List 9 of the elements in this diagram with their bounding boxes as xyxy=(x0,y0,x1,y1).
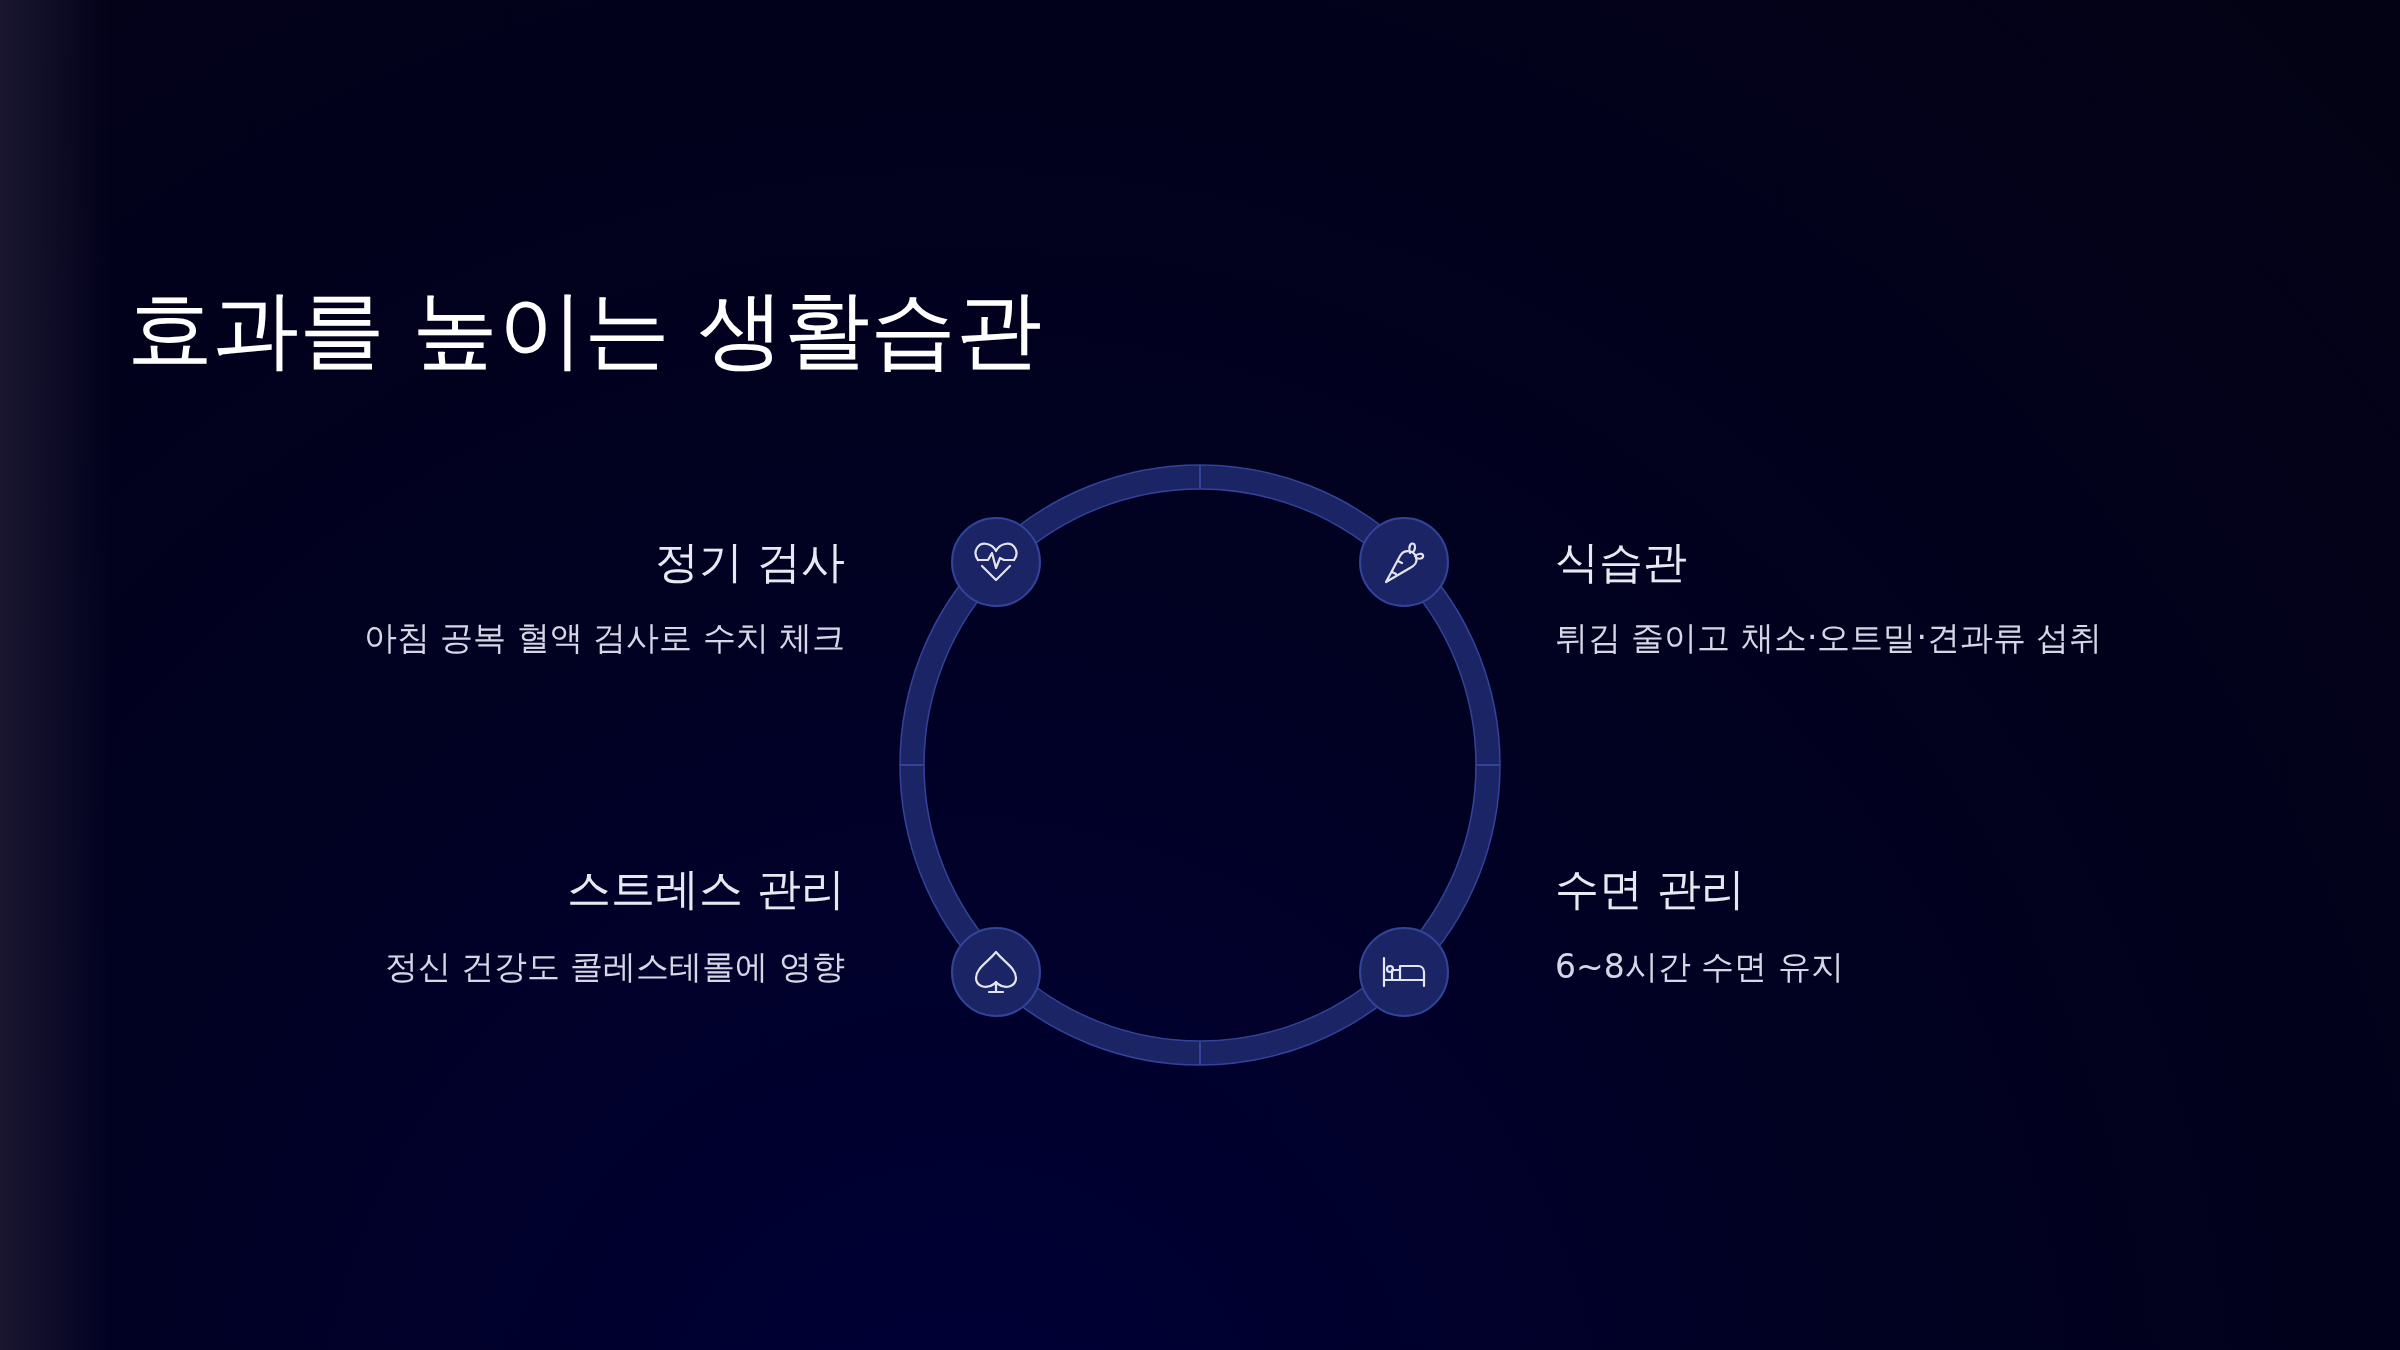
title: 효과를 높이는 생활습관 xyxy=(127,278,1042,381)
habit-description: 정신 건강도 콜레스테롤에 영향 xyxy=(384,947,845,987)
habit-heading: 정기 검사 xyxy=(655,535,845,589)
habit-heading: 수면 관리 xyxy=(1555,862,1745,916)
habit-heading: 식습관 xyxy=(1555,535,1687,589)
habit-heading: 스트레스 관리 xyxy=(567,862,845,916)
habit-description: 튀김 줄이고 채소·오트밀·견과류 섭취 xyxy=(1555,618,2103,658)
habit-description: 6~8시간 수면 유지 xyxy=(1555,947,1844,987)
habit-description: 아침 공복 혈액 검사로 수치 체크 xyxy=(363,618,845,658)
